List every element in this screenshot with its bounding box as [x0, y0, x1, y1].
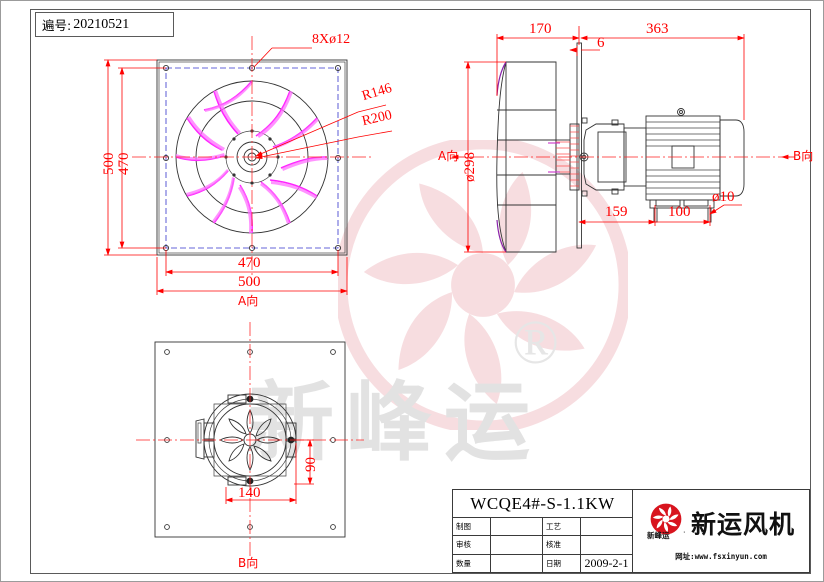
brand-mark: 新峰运 ‧	[647, 502, 687, 546]
front-holes-label: 8Xø12	[312, 32, 351, 47]
title-block-left: WCQE4#-S-1.1KW 制图 工艺 审核 核准 数量 日期	[453, 490, 633, 572]
code-label: 遍号:	[42, 18, 72, 33]
side-dim-base-hole: ø10	[712, 189, 735, 205]
company-fan-logo-icon	[650, 503, 682, 535]
side-dim-6: 6	[597, 35, 605, 51]
side-dim-159: 159	[605, 204, 628, 220]
drawing-code-box: 遍号: 20210521	[35, 12, 174, 37]
bottom-view	[136, 322, 364, 556]
table-row: 数量 日期 2009-2-1	[453, 554, 632, 572]
front-dim-470-horizontal: 470	[238, 255, 261, 271]
row-value-process	[581, 518, 632, 535]
row-value-review	[491, 536, 543, 554]
front-dim-470-vertical: 470	[116, 152, 132, 176]
row-value-draftsman	[491, 518, 543, 536]
brand-subtext: 新峰运	[646, 531, 670, 540]
bottom-dim-90: 90	[303, 457, 319, 472]
row-value-approval	[581, 536, 632, 553]
row-label-date: 日期	[543, 554, 581, 572]
side-view-caption-a: A向	[438, 149, 459, 163]
front-view	[132, 36, 372, 278]
side-dim-inlet-dia: ø298	[462, 152, 478, 182]
row-label-quantity: 数量	[453, 554, 491, 572]
side-dim-170: 170	[529, 21, 552, 37]
table-row: 审核 核准	[453, 536, 632, 555]
table-row: 制图 工艺	[453, 518, 632, 537]
row-label-process: 工艺	[543, 518, 581, 536]
brand-star-mark: ‧	[682, 528, 686, 537]
title-block-brand: 新峰运 ‧ 新运风机 网址:www.fsxinyun.com	[633, 490, 809, 572]
brand-row: 新峰运 ‧ 新运风机	[647, 502, 795, 546]
row-label-review: 审核	[453, 536, 491, 554]
side-dim-100: 100	[668, 204, 691, 220]
title-block: WCQE4#-S-1.1KW 制图 工艺 审核 核准 数量 日期	[452, 489, 810, 573]
brand-name: 新运风机	[690, 509, 795, 539]
brand-website: 网址:www.fsxinyun.com	[675, 552, 767, 561]
side-view-caption-b: B向	[793, 149, 814, 163]
bottom-dim-140: 140	[238, 485, 261, 501]
model-designation: WCQE4#-S-1.1KW	[453, 490, 632, 518]
row-label-approval: 核准	[543, 536, 581, 554]
drawing-frame	[30, 9, 811, 574]
title-block-rows: 制图 工艺 审核 核准 数量 日期 2009-2-1	[453, 518, 632, 572]
front-dim-500-vertical: 500	[101, 152, 117, 176]
code-value: 20210521	[73, 16, 130, 32]
front-dim-500-horizontal: 500	[238, 274, 261, 290]
row-label-draftsman: 制图	[453, 518, 491, 536]
front-view-caption: A向	[238, 294, 259, 308]
row-value-quantity	[491, 554, 543, 572]
bottom-view-dimensions	[225, 439, 314, 504]
side-view	[470, 42, 790, 253]
bottom-view-caption: B向	[238, 556, 259, 570]
side-dim-363: 363	[646, 21, 669, 37]
row-value-date: 2009-2-1	[584, 555, 629, 570]
